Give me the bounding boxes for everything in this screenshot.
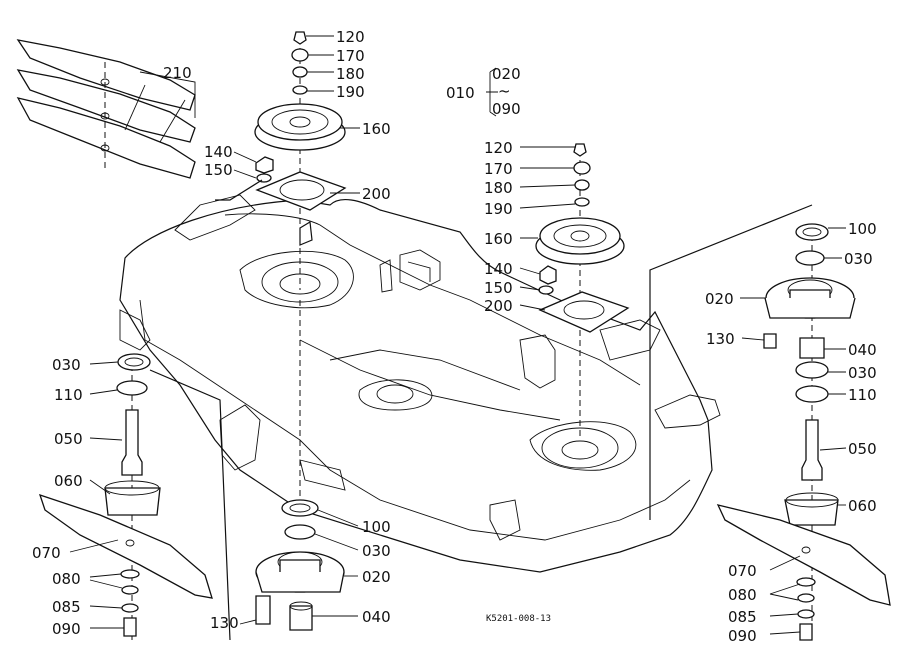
label-085-right: 085 bbox=[728, 608, 757, 626]
label-020-range: 020 bbox=[492, 65, 521, 83]
label-180-top-left: 180 bbox=[336, 65, 365, 83]
label-030-left: 030 bbox=[52, 356, 81, 374]
spindle-stack-right bbox=[649, 204, 891, 641]
label-080-left: 080 bbox=[52, 570, 81, 588]
label-100-center: 100 bbox=[362, 518, 391, 536]
label-020-center: 020 bbox=[362, 568, 391, 586]
label-180-right: 180 bbox=[484, 179, 513, 197]
label-090-right: 090 bbox=[728, 627, 757, 645]
label-090-left: 090 bbox=[52, 620, 81, 638]
label-range-tilde: ~ bbox=[498, 82, 511, 100]
label-150-top-left: 150 bbox=[204, 161, 233, 179]
label-140-right: 140 bbox=[484, 260, 513, 278]
label-060-left: 060 bbox=[54, 472, 83, 490]
label-130-center: 130 bbox=[210, 614, 239, 632]
label-070-right: 070 bbox=[728, 562, 757, 580]
label-050-left: 050 bbox=[54, 430, 83, 448]
label-160-right: 160 bbox=[484, 230, 513, 248]
label-120-top-left: 120 bbox=[336, 28, 365, 46]
mower-deck bbox=[119, 194, 721, 573]
drawing-code: K5201-008-13 bbox=[486, 614, 551, 624]
label-200-right: 200 bbox=[484, 297, 513, 315]
leader-lines bbox=[69, 35, 847, 635]
label-030-center: 030 bbox=[362, 542, 391, 560]
label-040-right: 040 bbox=[848, 341, 877, 359]
label-140-top-left: 140 bbox=[204, 143, 233, 161]
label-020-right: 020 bbox=[705, 290, 734, 308]
label-110-left: 110 bbox=[54, 386, 83, 404]
label-170-top-left: 170 bbox=[336, 47, 365, 65]
label-190-right: 190 bbox=[484, 200, 513, 218]
pulley-stack-right bbox=[535, 143, 630, 440]
label-070-left: 070 bbox=[32, 544, 61, 562]
part-labels: 120 170 180 190 160 140 150 200 210 010 … bbox=[32, 28, 877, 645]
pulley-stack-left bbox=[215, 31, 347, 290]
label-050-right: 050 bbox=[848, 440, 877, 458]
label-120-right: 120 bbox=[484, 139, 513, 157]
label-060-right: 060 bbox=[848, 497, 877, 515]
label-040-center: 040 bbox=[362, 608, 391, 626]
label-010: 010 bbox=[446, 84, 475, 102]
label-210: 210 bbox=[163, 64, 192, 82]
label-160-top-left: 160 bbox=[362, 120, 391, 138]
label-085-left: 085 bbox=[52, 598, 81, 616]
spindle-stack-left bbox=[38, 353, 231, 641]
label-200-top-left: 200 bbox=[362, 185, 391, 203]
spindle-stack-center bbox=[255, 300, 345, 631]
blade-set-210 bbox=[16, 39, 196, 179]
label-030-right-upper: 030 bbox=[844, 250, 873, 268]
label-080-right: 080 bbox=[728, 586, 757, 604]
label-110-right: 110 bbox=[848, 386, 877, 404]
label-130-right: 130 bbox=[706, 330, 735, 348]
label-100-right: 100 bbox=[848, 220, 877, 238]
label-190-top-left: 190 bbox=[336, 83, 365, 101]
label-150-right: 150 bbox=[484, 279, 513, 297]
label-170-right: 170 bbox=[484, 160, 513, 178]
label-030-right-lower: 030 bbox=[848, 364, 877, 382]
label-090-range: 090 bbox=[492, 100, 521, 118]
